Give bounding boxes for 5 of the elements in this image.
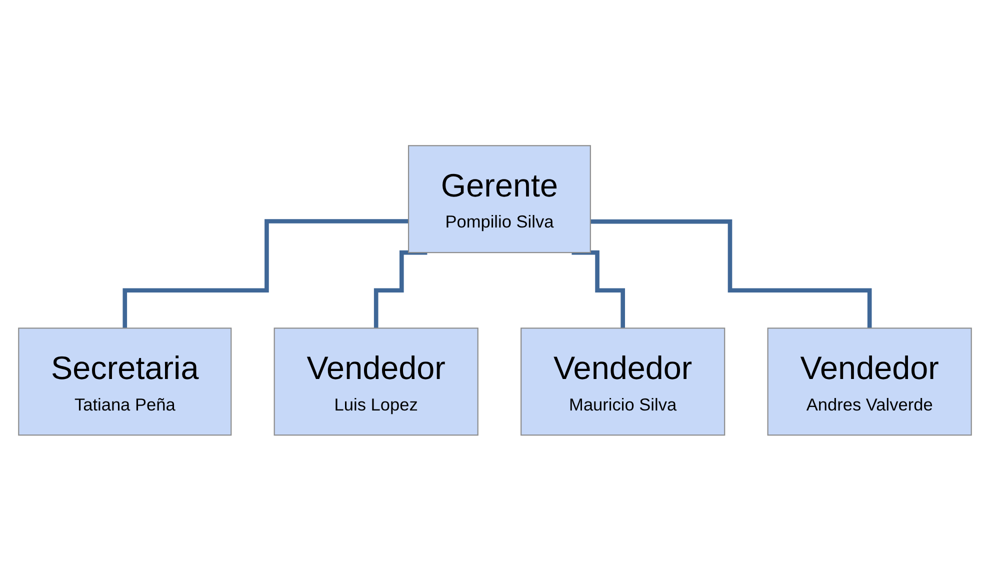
node-box: Secretaria Tatiana Peña: [18, 327, 232, 436]
node-box: Vendedor Luis Lopez: [274, 327, 478, 436]
node-box: Vendedor Andres Valverde: [767, 327, 972, 436]
node-box: Gerente Pompilio Silva: [408, 144, 591, 253]
node-box: Vendedor Mauricio Silva: [520, 327, 726, 436]
